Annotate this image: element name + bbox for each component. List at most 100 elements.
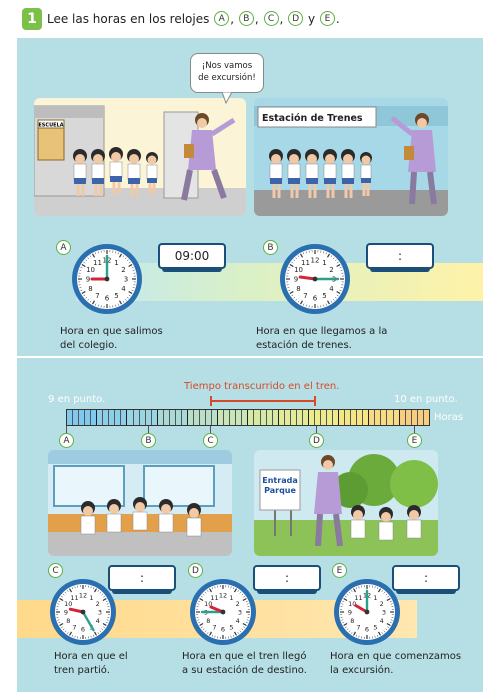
- clock-numeral: 6: [313, 295, 318, 303]
- clock-numeral: 7: [95, 292, 99, 300]
- clock-tick: [390, 603, 393, 605]
- clock-tick: [243, 626, 245, 629]
- clock-tick: [92, 587, 95, 590]
- clock-numeral: 9: [348, 609, 352, 617]
- clock-a-time-box[interactable]: 09:00: [158, 243, 226, 272]
- clock-tick: [79, 269, 82, 271]
- marker-d-tick: [316, 426, 317, 438]
- ruler-segment: [115, 410, 122, 425]
- timeline-ruler: [66, 409, 430, 426]
- ruler-segment: [345, 410, 352, 425]
- clock-tick: [232, 587, 235, 590]
- clock-tick: [358, 635, 360, 638]
- clock-numeral: 3: [124, 276, 128, 284]
- clock-tick: [124, 257, 127, 260]
- ruler-segment: [357, 410, 364, 425]
- clock-tick: [74, 586, 76, 589]
- ruler-segment: [296, 410, 303, 425]
- ruler-segment: [169, 410, 176, 425]
- clock-tick: [352, 588, 357, 593]
- clock-tick: [106, 603, 109, 605]
- speech-line-2: de excursión!: [198, 73, 256, 83]
- clock-tick: [201, 595, 203, 598]
- clock-tick: [64, 630, 67, 633]
- ruler-segment: [308, 410, 315, 425]
- clock-e-caption-line-1: Hora en que comenzamos: [330, 651, 462, 662]
- clock-tick: [233, 631, 238, 636]
- clock-tick: [97, 632, 100, 634]
- clock-numeral: 1: [373, 594, 377, 602]
- clock-tick: [293, 296, 296, 299]
- clock-a-caption-line-1: Hora en que salimos: [60, 326, 163, 337]
- park-sign-line-1: Entrada: [262, 476, 297, 485]
- clock-tick: [237, 590, 240, 592]
- clock-numeral: 11: [210, 594, 218, 602]
- marker-a-tick: [66, 426, 67, 438]
- clock-tick: [97, 251, 99, 254]
- clock-b-letter: B: [263, 240, 278, 255]
- clock-center: [220, 609, 226, 615]
- clock-tick: [115, 251, 117, 254]
- ruler-segment: [212, 410, 219, 425]
- clock-tick: [374, 586, 376, 589]
- clock-numeral: 8: [88, 285, 92, 293]
- clock-tick: [66, 632, 69, 634]
- clock-tick: [124, 298, 127, 301]
- clock-tick: [197, 619, 200, 621]
- exercise-header: 1 Lee las horas en los relojes A, B, C, …: [0, 0, 495, 38]
- clock-tick: [79, 287, 82, 289]
- clock-numeral: 9: [64, 609, 68, 617]
- clock-b-time-box[interactable]: :: [366, 243, 434, 272]
- clock-tick: [230, 586, 232, 589]
- clock-numeral: 7: [356, 623, 360, 631]
- clock-tick: [91, 300, 96, 305]
- clock-numeral: 3: [382, 609, 386, 617]
- clock-tick: [340, 269, 343, 271]
- clock-d-time-box[interactable]: :: [253, 565, 321, 594]
- clock-tick: [118, 300, 123, 305]
- clock-numeral: 9: [86, 276, 90, 284]
- clock-tick: [126, 259, 129, 262]
- ruler-segment: [381, 410, 388, 425]
- clock-tick: [342, 600, 345, 603]
- park-scene: Entrada Parque: [254, 450, 438, 556]
- ruler-segment: [193, 410, 201, 425]
- clock-numeral: 12: [219, 592, 227, 600]
- sep-y: y: [307, 11, 316, 26]
- clock-d: 123456789101112: [190, 579, 256, 645]
- instruction-text: Lee las horas en los relojes: [47, 11, 210, 26]
- ruler-segment: [206, 410, 213, 425]
- clock-tick: [89, 300, 92, 303]
- ruler-segment: [200, 410, 207, 425]
- clock-numeral: 11: [354, 594, 362, 602]
- clock-numeral: 8: [350, 617, 354, 625]
- clock-tick: [390, 619, 393, 621]
- clock-d-letter: D: [188, 563, 203, 578]
- clock-center: [312, 276, 318, 282]
- clock-tick: [299, 300, 304, 305]
- clock-tick: [389, 621, 392, 624]
- clock-tick: [97, 590, 100, 592]
- letter-a: A: [214, 11, 230, 26]
- clock-tick: [103, 595, 105, 598]
- clock-tick: [211, 634, 214, 637]
- ruler-segment: [91, 410, 98, 425]
- clock-tick: [105, 600, 108, 603]
- clock-e-time-box[interactable]: :: [392, 565, 460, 594]
- clock-tick: [202, 628, 205, 631]
- clock-c-caption-line-2: tren partió.: [54, 665, 110, 676]
- ruler-segment: [97, 410, 104, 425]
- clock-c-time-box[interactable]: :: [108, 565, 176, 594]
- clock-tick: [198, 621, 201, 624]
- travel-bar: [210, 396, 316, 406]
- letter-b: B: [238, 11, 254, 26]
- clock-tick: [57, 619, 60, 621]
- clock-tick: [126, 296, 129, 299]
- ruler-segment: [272, 410, 279, 425]
- ruler-segment: [333, 410, 340, 425]
- clock-tick: [132, 287, 135, 289]
- clock-tick: [246, 619, 249, 621]
- clock-tick: [341, 619, 344, 621]
- ruler-segment: [236, 410, 243, 425]
- clock-tick: [336, 290, 341, 295]
